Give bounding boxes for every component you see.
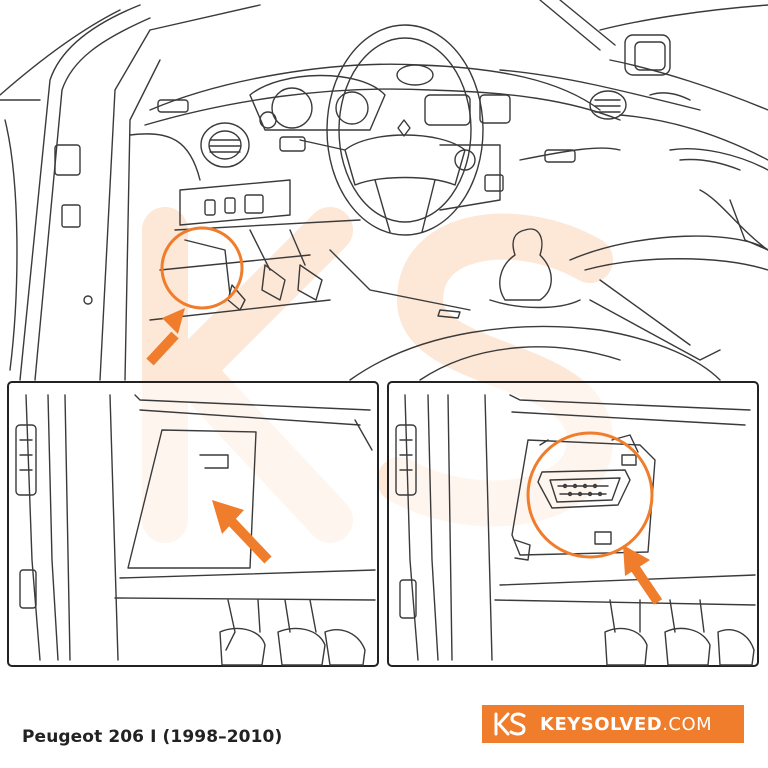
- vehicle-caption: Peugeot 206 I (1998–2010): [22, 727, 283, 747]
- brand-tld: .COM: [662, 713, 713, 735]
- brand-banner: KEYSOLVED.COM: [482, 705, 744, 743]
- highlight-circle-overview: [160, 226, 244, 310]
- arrow-icon-overview: [146, 308, 185, 366]
- ks-logo-icon: [494, 712, 526, 736]
- arrow-icon-cover: [212, 500, 272, 564]
- cover-detail-panel: [7, 381, 379, 667]
- highlight-circle-port: [526, 431, 654, 559]
- arrow-icon-port: [623, 545, 663, 605]
- port-detail-panel: [387, 381, 759, 667]
- brand-name: KEYSOLVED: [540, 713, 663, 735]
- overview-illustration: [0, 0, 768, 381]
